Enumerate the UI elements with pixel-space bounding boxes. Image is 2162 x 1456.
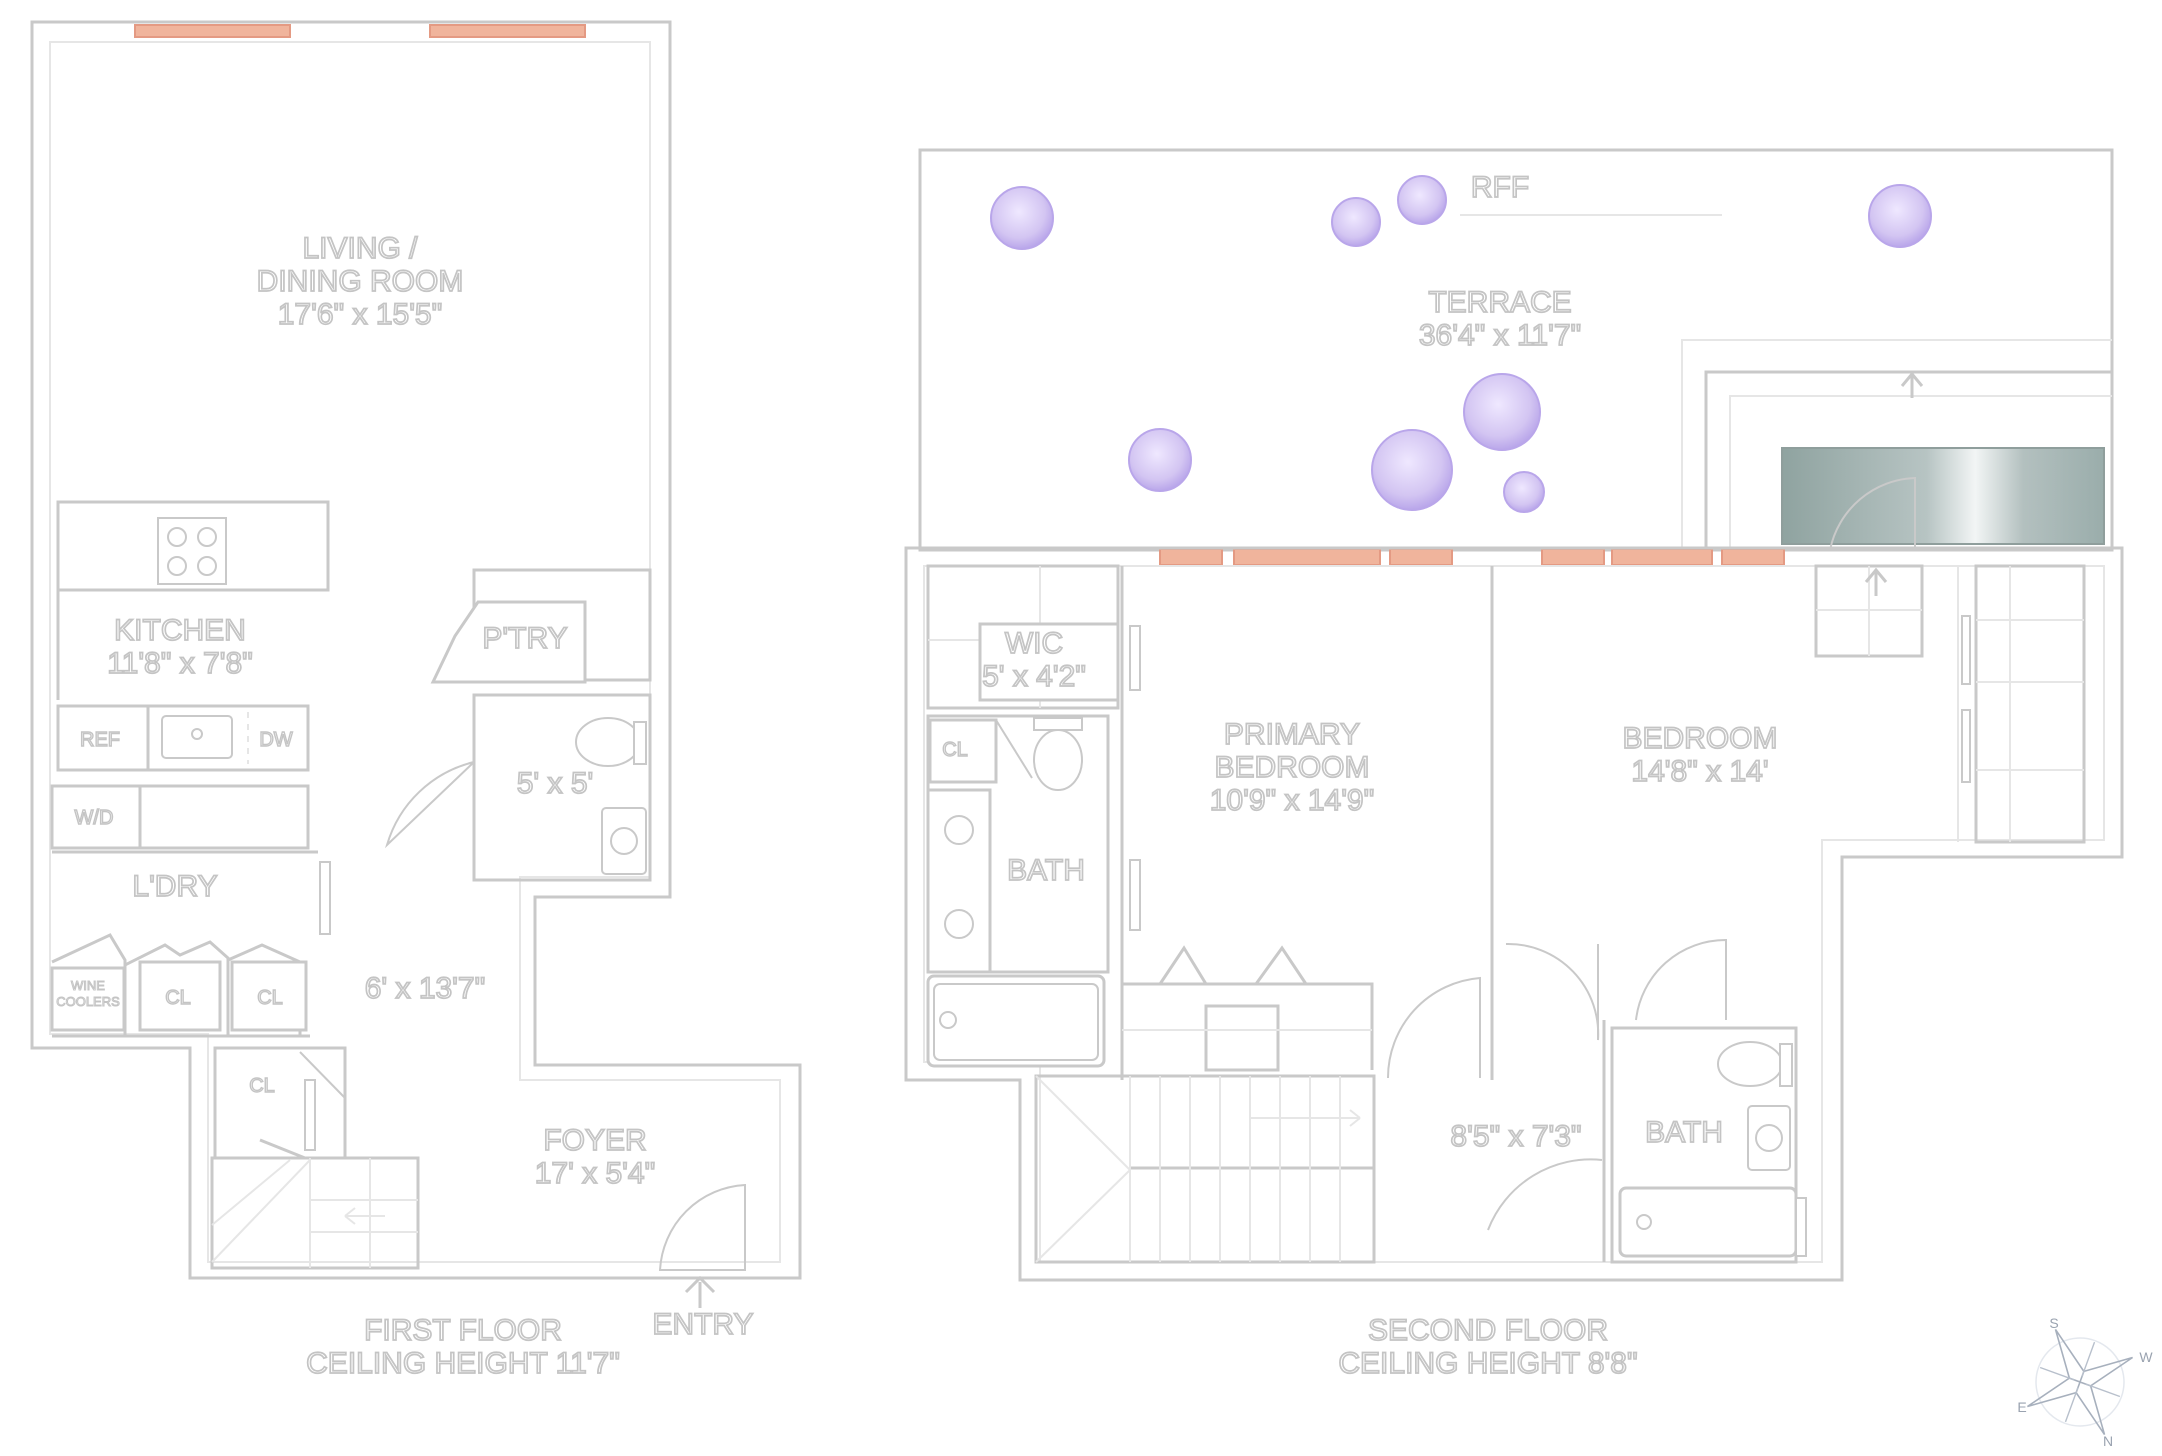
cooktop (157, 517, 227, 585)
toilet-icon (1033, 729, 1083, 791)
entry-label: ENTRY (652, 1308, 753, 1341)
skylight (1781, 447, 2105, 545)
terrace-dimensions: 36'4" x 11'7" (1419, 319, 1581, 352)
wine-coolers-label: WINE (71, 978, 105, 993)
closet-label: CL (257, 987, 283, 1009)
powder-room-dimensions: 5' x 5' (517, 767, 594, 800)
compass-east: E (2017, 1399, 2026, 1415)
refrigerator-label: REF (80, 729, 120, 751)
closet-label: CL (942, 739, 968, 761)
entry-door[interactable] (658, 1183, 746, 1271)
tree-icon (990, 175, 1932, 513)
bath-label: BATH (1007, 854, 1085, 887)
closet-label: CL (249, 1075, 275, 1097)
closet (230, 960, 308, 1032)
toilet-icon (1717, 1041, 1783, 1087)
wine-cooler (50, 966, 126, 1032)
second-floor-outer-wall (904, 546, 2124, 1282)
bedroom-door[interactable] (1505, 942, 1600, 1041)
primary-bedroom-label: BEDROOM (1214, 751, 1369, 784)
sink-icon (944, 909, 974, 939)
terrace (918, 148, 2114, 552)
closet (928, 718, 998, 784)
primary-bedroom-door[interactable] (1386, 976, 1481, 1079)
toilet-icon (575, 717, 641, 767)
living-room-label: LIVING / (302, 232, 418, 265)
washer-dryer-label: W/D (75, 807, 114, 829)
first-floor-outer-wall (30, 20, 802, 1280)
compass-icon (2026, 1328, 2134, 1436)
terrace-label: TERRACE (1428, 286, 1571, 319)
bedroom-dimensions: 14'8" x 14' (1631, 755, 1768, 788)
hallway-dimensions: 6' x 13'7" (365, 972, 486, 1005)
compass-south: S (2049, 1315, 2058, 1331)
wic-dimensions: 5' x 4'2" (982, 660, 1086, 693)
living-room-label: DINING ROOM (257, 265, 464, 298)
first-floor: LIVING / DINING ROOM 17'6" x 15'5" KITCH… (30, 20, 802, 1381)
walk-in-closet (978, 622, 1120, 702)
laundry-label: L'DRY (132, 870, 217, 903)
rff-label: RFF (1471, 171, 1529, 204)
closet-label: CL (165, 987, 191, 1009)
terrace-door[interactable] (1829, 476, 1916, 551)
laundry-counter (138, 784, 310, 850)
pantry-label: P'TRY (482, 622, 567, 655)
foyer-dimensions: 17' x 5'4" (535, 1157, 656, 1190)
closet (1974, 564, 2086, 844)
second-floor-ceiling-height: CEILING HEIGHT 8'8" (1338, 1347, 1637, 1380)
kitchen-dimensions: 11'8" x 7'8" (107, 647, 253, 680)
primary-bedroom-dimensions: 10'9" x 14'9" (1210, 784, 1375, 817)
dishwasher-label: DW (259, 729, 292, 751)
second-floor-title: SECOND FLOOR (1368, 1314, 1608, 1347)
window (134, 24, 291, 38)
wic-label: WIC (1005, 627, 1063, 660)
foyer-label: FOYER (543, 1124, 646, 1157)
living-room-dimensions: 17'6" x 15'5" (278, 298, 443, 331)
staircase (210, 1156, 420, 1270)
kitchen-label: KITCHEN (114, 614, 246, 647)
powder-door[interactable] (384, 761, 475, 849)
primary-bedroom-label: PRIMARY (1224, 718, 1360, 751)
pantry (430, 600, 587, 684)
wine-coolers-label: COOLERS (56, 994, 120, 1009)
second-floor: RFF TERRACE 36'4" x 11'7" WIC 5' x 4'2" … (904, 148, 2124, 1381)
bath-label: BATH (1645, 1116, 1723, 1149)
compass-north: N (2103, 1433, 2113, 1449)
window (429, 24, 586, 38)
closet (138, 960, 222, 1032)
bath-door[interactable] (1635, 938, 1727, 1021)
first-floor-title: FIRST FLOOR (364, 1314, 562, 1347)
first-floor-ceiling-height: CEILING HEIGHT 11'7" (306, 1347, 620, 1380)
sink-icon (944, 815, 974, 845)
hallway-dimensions: 8'5" x 7'3" (1450, 1120, 1581, 1153)
compass-west: W (2139, 1349, 2153, 1365)
bedroom-label: BEDROOM (1622, 722, 1777, 755)
